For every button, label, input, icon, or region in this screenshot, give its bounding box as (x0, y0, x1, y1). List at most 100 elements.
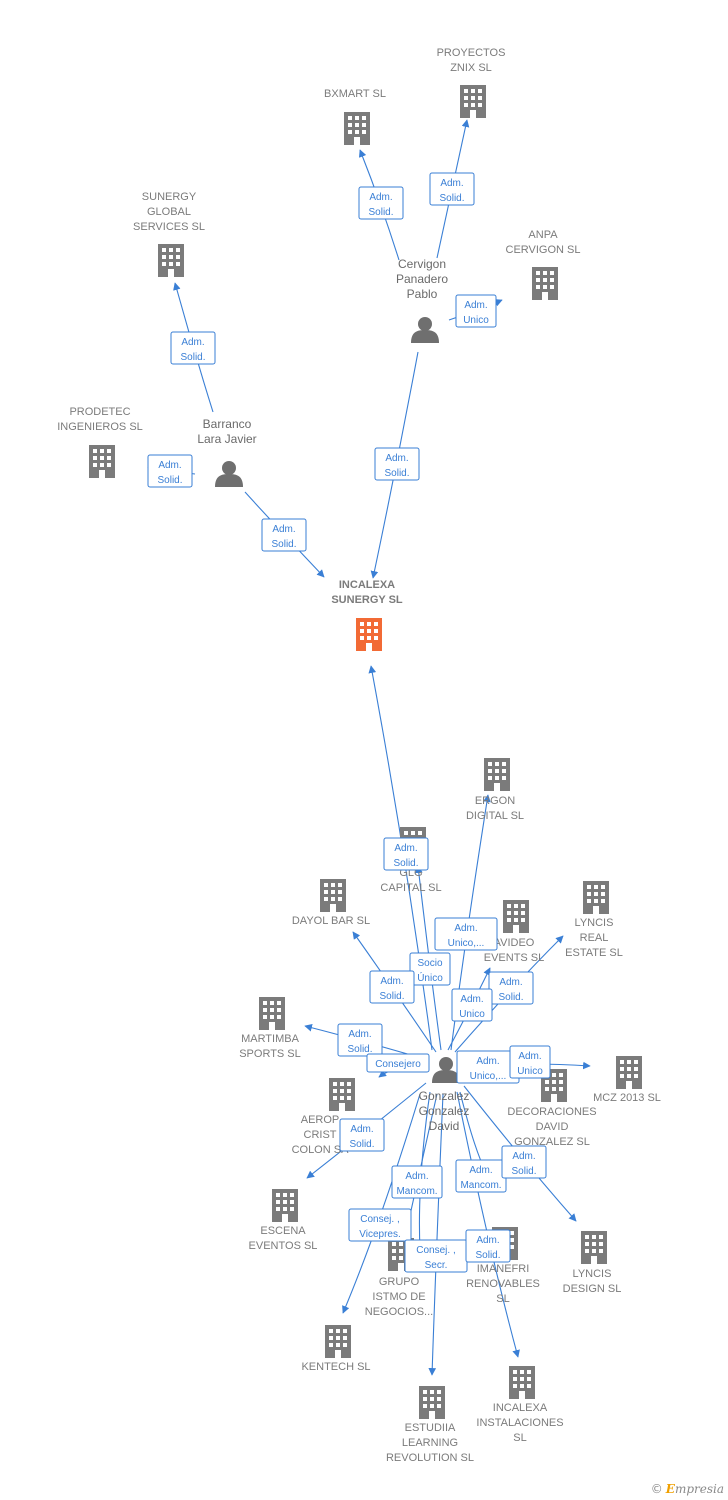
relation-label-barranco-prodetec[interactable]: Adm.Solid. (147, 454, 193, 488)
relation-label-gonzalez-estudiia[interactable]: Consej. ,Secr. (404, 1239, 468, 1273)
relation-label-box (170, 331, 216, 365)
relation-label-box (261, 518, 307, 552)
company-label: CERVIGON SL (506, 244, 581, 256)
relation-label-box (348, 1208, 412, 1242)
company-node-bxmart[interactable]: BXMART SL (324, 88, 386, 145)
company-label: GLOBAL (147, 206, 191, 218)
company-label: ISTMO DE (372, 1291, 425, 1303)
company-label: ZNIX SL (450, 62, 492, 74)
company-label: ESCENA (260, 1225, 306, 1237)
person-label: Barranco (203, 417, 252, 431)
person-label: Gonzalez (419, 1089, 470, 1103)
relation-label-gonzalez-imanefri[interactable]: Adm.Mancom. (455, 1159, 507, 1193)
person-icon (432, 1057, 460, 1083)
relation-label-gonzalez-aerop[interactable]: Adm.Solid. (339, 1118, 385, 1152)
empresia-credit[interactable]: ©Empresia (651, 1482, 724, 1496)
relation-label-text: Unico,... (448, 938, 485, 949)
relation-label-gonzalez-mcz[interactable]: Adm.Unico (509, 1045, 551, 1079)
relation-label-gonzalez-incalexa_inst[interactable]: Adm.Solid. (465, 1229, 511, 1263)
relation-label-cervigon-proyectos[interactable]: Adm.Solid. (429, 172, 475, 206)
relation-label-box (465, 1229, 511, 1263)
relation-label-text: Adm. (385, 453, 408, 464)
relation-label-box (429, 172, 475, 206)
relation-label-text: Consejero (375, 1059, 421, 1070)
company-node-mcz[interactable]: MCZ 2013 SL (593, 1056, 661, 1104)
company-label: GRUPO (379, 1276, 420, 1288)
company-label: DESIGN SL (563, 1283, 622, 1295)
company-label: REAL (580, 932, 609, 944)
building-icon (583, 881, 609, 914)
relation-label-text: Adm. (460, 994, 483, 1005)
relation-label-text: Solid. (498, 992, 523, 1003)
company-label: IMANEFRI (477, 1263, 530, 1275)
company-label: SL (496, 1293, 509, 1305)
company-label: BXMART SL (324, 88, 386, 100)
relation-label-gonzalez-lyncis_real[interactable]: Adm.Solid. (488, 971, 534, 1005)
company-label: INGENIEROS SL (57, 421, 143, 433)
relation-label-barranco-sunergy_global[interactable]: Adm.Solid. (170, 331, 216, 365)
relation-label-cervigon-bxmart[interactable]: Adm.Solid. (358, 186, 404, 220)
building-icon (581, 1231, 607, 1264)
building-icon (272, 1189, 298, 1222)
empresia-logo-initial: E (665, 1482, 675, 1496)
relation-label-text: Consej. , (416, 1245, 455, 1256)
company-label: AVIDEO (494, 937, 535, 949)
relation-label-box (434, 917, 498, 951)
relation-edge-gonzalez-estudiia (428, 1093, 444, 1376)
relation-label-cervigon-incalexa[interactable]: Adm.Solid. (374, 447, 420, 481)
company-label: LYNCIS (573, 1268, 612, 1280)
relation-label-text: Adm. (380, 976, 403, 987)
company-label: MCZ 2013 SL (593, 1092, 661, 1104)
company-node-proyectos[interactable]: PROYECTOS ZNIX SL (437, 47, 506, 118)
company-label: KENTECH SL (301, 1361, 370, 1373)
relation-label-box (374, 447, 420, 481)
relation-label-barranco-incalexa[interactable]: Adm.Solid. (261, 518, 307, 552)
relation-label-box (509, 1045, 551, 1079)
relation-label-cervigon-anpa[interactable]: Adm.Unico (455, 294, 497, 328)
building-icon (509, 1366, 535, 1399)
company-node-dayol[interactable]: DAYOL BAR SL (292, 879, 370, 927)
company-node-kentech[interactable]: KENTECH SL (301, 1325, 371, 1373)
relation-label-text: Único (417, 971, 443, 984)
relation-label-gonzalez-decoraciones[interactable]: Adm.Unico,... (456, 1050, 520, 1084)
relation-label-text: Socio (417, 958, 442, 969)
person-label: David (429, 1119, 460, 1133)
building-icon (484, 758, 510, 791)
building-icon (89, 445, 115, 478)
relation-label-box (501, 1145, 547, 1179)
relation-label-gonzalez-escena[interactable]: Adm.Mancom. (391, 1165, 443, 1199)
company-label: SPORTS SL (239, 1048, 301, 1060)
relation-label-gonzalez-kentech[interactable]: Consej. ,Vicepres. (348, 1208, 412, 1242)
relation-label-text: Solid. (379, 991, 404, 1002)
relation-label-gonzalez-dayol[interactable]: Adm. Solid. (369, 970, 415, 1004)
relation-label-gonzalez-avideo[interactable]: Adm.Unico (451, 988, 493, 1022)
relation-label-gonzalez-incalexa[interactable]: Adm.Solid. (383, 837, 429, 871)
company-node-lyncis-design[interactable]: LYNCIS DESIGN SL (563, 1231, 622, 1295)
relation-label-gonzalez-ergon[interactable]: Adm.Unico,... (434, 917, 498, 951)
relation-label-text: Adm. (512, 1151, 535, 1162)
relation-label-gonzalez-lyncis_design[interactable]: Adm.Solid. (501, 1145, 547, 1179)
relation-label-gonzalez-decoraciones[interactable]: Consejero (366, 1053, 430, 1073)
company-label: PROYECTOS (437, 47, 506, 59)
relation-label-gonzalez-martimba[interactable]: Adm.Solid. (337, 1023, 383, 1057)
relation-label-text: Solid. (157, 475, 182, 486)
